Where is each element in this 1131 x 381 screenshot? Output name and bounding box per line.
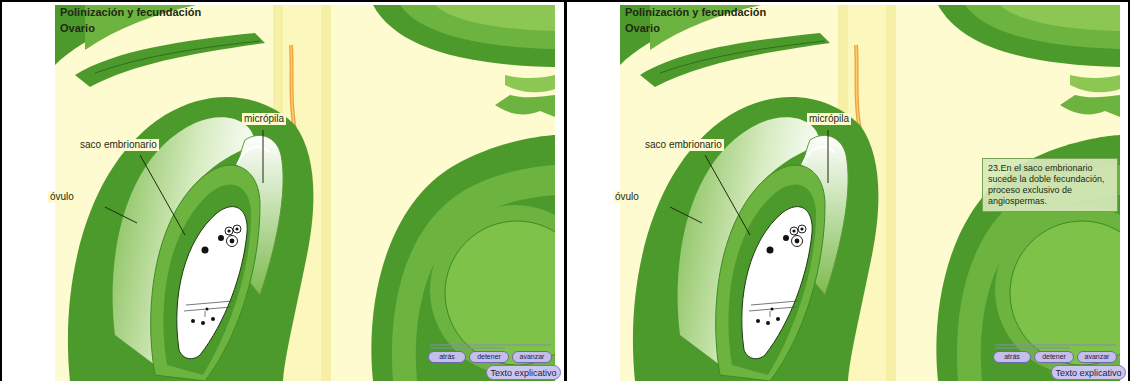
- panel-title: Polinización y fecundación: [623, 6, 768, 18]
- part-label: micrópila: [807, 113, 851, 125]
- node-text: atrás: [994, 352, 1030, 362]
- part-label: óvulo: [48, 191, 76, 203]
- panel-frame: [1, 1, 565, 381]
- text-button: Texto explicativo: [486, 365, 561, 380]
- part-label: saco embrionario: [78, 139, 159, 151]
- node-text: Texto explicativo: [487, 366, 560, 380]
- nav-button: atrás: [993, 351, 1031, 363]
- node-text: detener: [1035, 352, 1073, 362]
- panel-title: Polinización y fecundación: [58, 6, 203, 18]
- nav-button: avanzar: [1077, 351, 1117, 363]
- ovary-illustration: [55, 0, 600, 381]
- nav-button: detener: [1034, 351, 1074, 363]
- node-text: detener: [470, 352, 508, 362]
- node-text: 23.En el saco embrionario sucede la dobl…: [988, 163, 1112, 207]
- nav-button: atrás: [428, 351, 466, 363]
- panel-title: Ovario: [58, 22, 97, 34]
- ovary-illustration: [620, 0, 1131, 381]
- node-text: Texto explicativo: [1052, 366, 1125, 380]
- node-text: avanzar: [1078, 352, 1116, 362]
- text-button: Texto explicativo: [1051, 365, 1126, 380]
- explanation-box: 23.En el saco embrionario sucede la dobl…: [982, 158, 1118, 212]
- panel-title: Ovario: [623, 22, 662, 34]
- nav-button: avanzar: [512, 351, 552, 363]
- part-label: micrópila: [242, 113, 286, 125]
- part-label: saco embrionario: [643, 139, 724, 151]
- node-text: avanzar: [513, 352, 551, 362]
- part-label: óvulo: [613, 191, 641, 203]
- node-text: atrás: [429, 352, 465, 362]
- nav-button: detener: [469, 351, 509, 363]
- panel-frame: [566, 1, 1129, 381]
